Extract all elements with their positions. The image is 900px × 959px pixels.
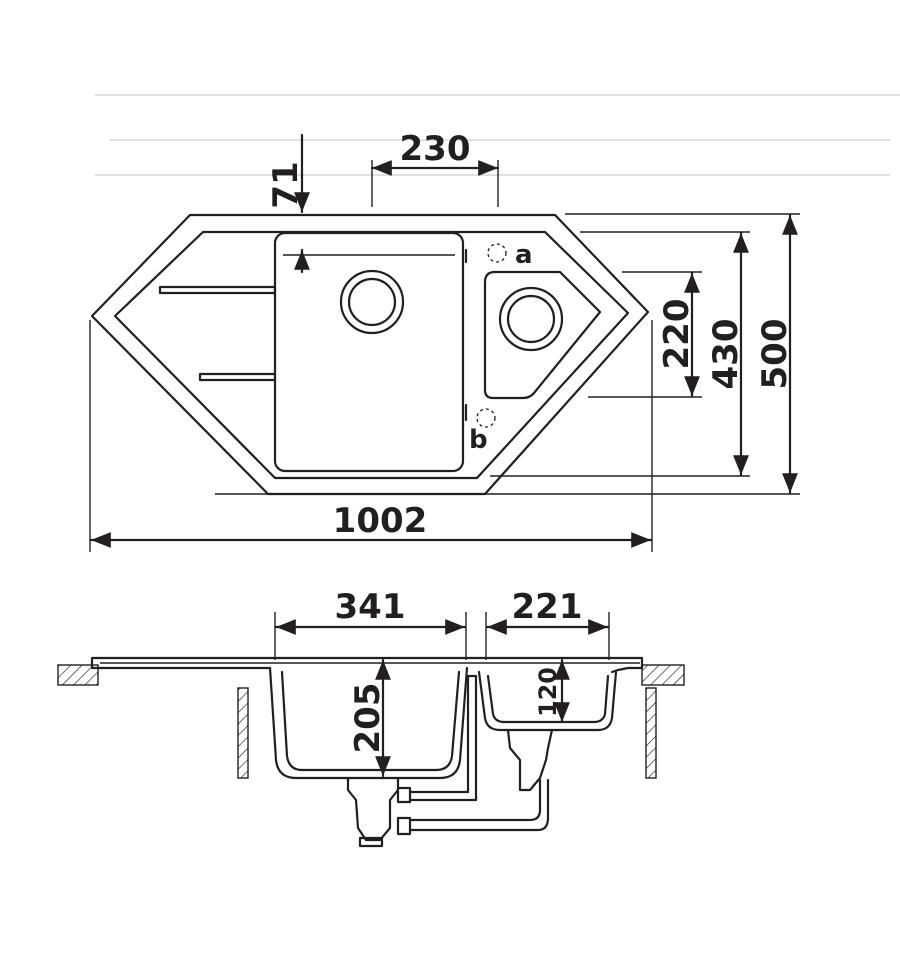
sink-inner-rim xyxy=(113,230,630,480)
dim-inner-depth: 430 xyxy=(706,319,746,390)
dim-small-bowl-depth: 220 xyxy=(657,299,697,370)
dim-small-bowl-depth-section: 120 xyxy=(534,667,562,717)
tap-hole-b xyxy=(476,408,496,428)
tap-hole-a-label: a xyxy=(515,240,533,270)
tap-hole-b-label: b xyxy=(469,425,488,455)
drainboard-groove-upper xyxy=(158,285,277,295)
main-bowl xyxy=(273,231,465,473)
small-drain-outer xyxy=(498,286,564,352)
small-drain-trap xyxy=(506,728,554,792)
countertop-left xyxy=(57,664,99,686)
tap-hole-a xyxy=(487,243,507,263)
small-bowl-section xyxy=(477,670,618,732)
countertop-right xyxy=(641,664,685,686)
overflow-pipe xyxy=(408,674,478,802)
top-view: a b 71 230 220 430 500 1002 xyxy=(89,129,800,552)
dim-main-bowl-width: 341 xyxy=(335,587,406,627)
small-bowl xyxy=(483,270,602,400)
main-drain-trap xyxy=(346,776,400,842)
cabinet-wall-left xyxy=(237,687,249,779)
drainboard-groove-lower xyxy=(198,372,277,382)
dim-overall-width: 1002 xyxy=(333,501,428,541)
main-bowl-section xyxy=(268,666,469,780)
dim-overall-depth: 500 xyxy=(755,319,795,390)
dim-main-bowl-depth: 205 xyxy=(348,683,388,754)
small-drain-inner xyxy=(506,294,556,344)
dim-small-bowl-width-section: 221 xyxy=(512,587,583,627)
dim-small-bowl-width: 230 xyxy=(400,129,471,169)
section-view: 341 221 205 120 xyxy=(57,587,685,848)
dim-rim-offset: 71 xyxy=(266,161,306,208)
cabinet-wall-right xyxy=(645,687,657,779)
sink-deck xyxy=(90,656,644,674)
connecting-pipe xyxy=(408,778,550,832)
main-drain-outer xyxy=(339,269,405,335)
main-drain-inner xyxy=(347,277,397,327)
